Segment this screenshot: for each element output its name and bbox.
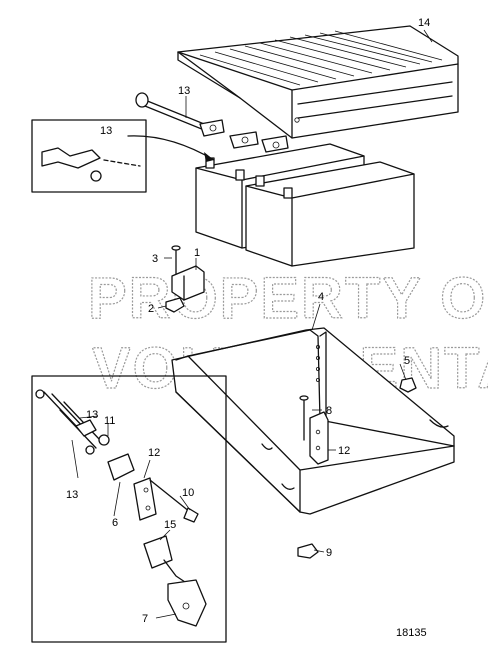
callout-7: 7 [142,613,148,625]
leader-lines [71,29,433,619]
detail-inset-top [31,119,215,193]
callout-6: 6 [112,517,118,529]
callout-11: 11 [104,415,115,427]
callout-8: 8 [326,405,332,417]
batteries [195,143,415,267]
callout-5: 5 [404,355,410,367]
callout-13-box-b: 13 [66,489,78,501]
callout-14: 14 [418,17,430,29]
tray-hardware [297,377,417,559]
callout-2: 2 [148,303,154,315]
callout-10: 10 [182,487,194,499]
watermark-line1: PROPERTY OF [88,266,488,331]
callout-12-tray: 12 [338,445,350,457]
battery-box-lid [177,25,459,139]
callout-3: 3 [152,253,158,265]
callout-13-inset: 13 [100,125,112,137]
detail-inset-bottom [31,375,227,643]
callout-1: 1 [194,247,200,259]
drawing-number: 18135 [396,627,427,639]
callout-13-box-a: 13 [86,409,98,421]
callout-labels: 14 13 13 3 1 2 4 5 8 12 9 13 11 12 13 6 … [66,17,430,639]
callout-13-top: 13 [178,85,190,97]
callout-12-box: 12 [148,447,160,459]
callout-15: 15 [164,519,176,531]
callout-4: 4 [318,291,324,303]
bracket-assembly [165,245,205,313]
callout-9: 9 [326,547,332,559]
